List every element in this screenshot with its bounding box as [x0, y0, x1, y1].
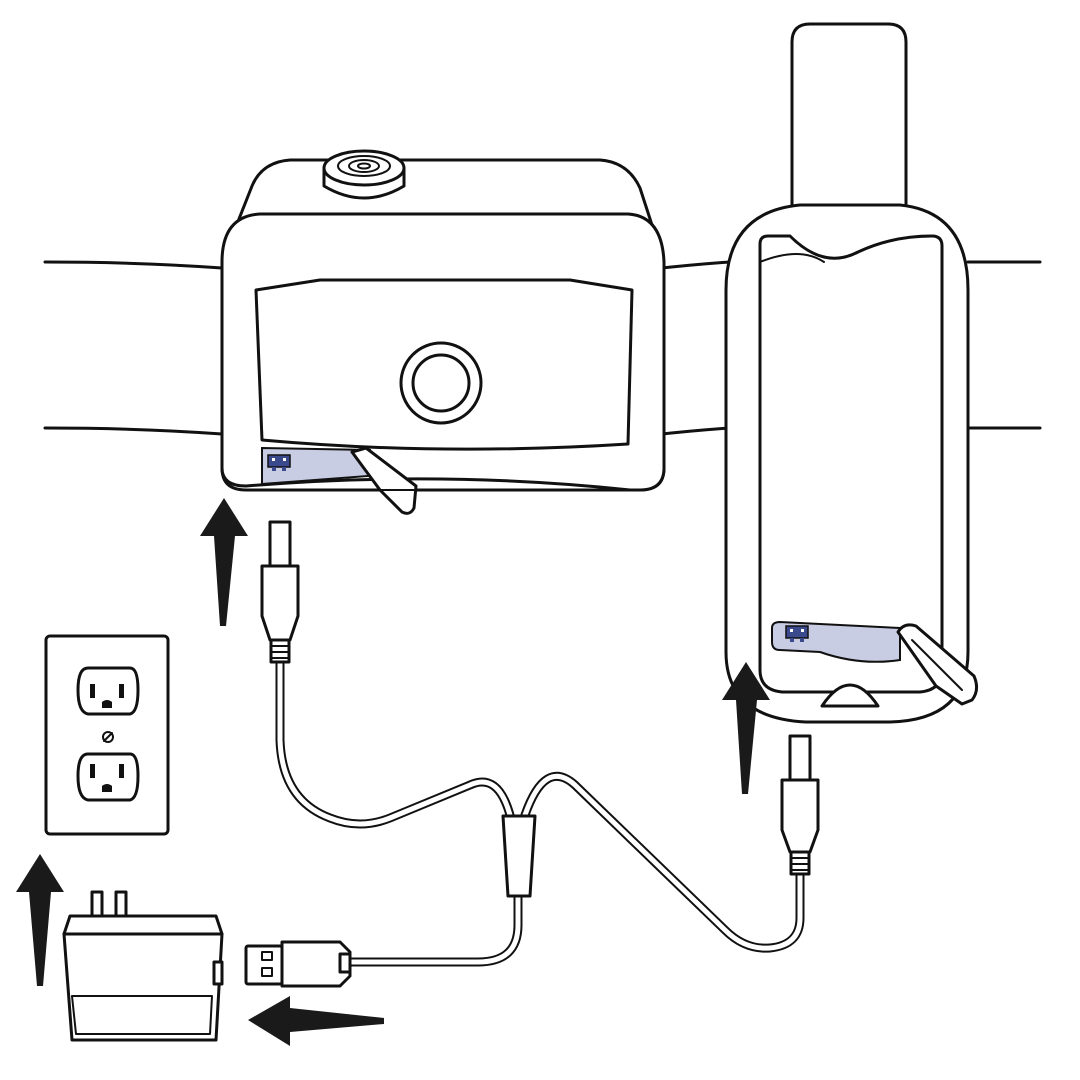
y-split-usb-cable-icon [244, 520, 820, 988]
arrow-left-adapter-icon [248, 996, 384, 1046]
arrow-up-transmitter-icon [722, 662, 770, 794]
arrow-up-collar-icon [200, 498, 248, 626]
direction-arrows [16, 498, 770, 1046]
power-adapter-icon [62, 890, 224, 1042]
collar-cable-plug [260, 520, 300, 664]
collar-strap [43, 260, 1042, 436]
transmitter-port-icon [785, 625, 809, 642]
collar-top-button [322, 149, 406, 200]
handheld-transmitter-icon [724, 22, 979, 724]
transmitter-cable-plug [780, 734, 820, 876]
wall-outlet-icon [44, 634, 170, 836]
collar-port-icon [267, 454, 291, 471]
usb-a-plug [244, 940, 352, 988]
collar-receiver-icon [220, 149, 666, 515]
arrow-up-outlet-icon [16, 854, 64, 986]
